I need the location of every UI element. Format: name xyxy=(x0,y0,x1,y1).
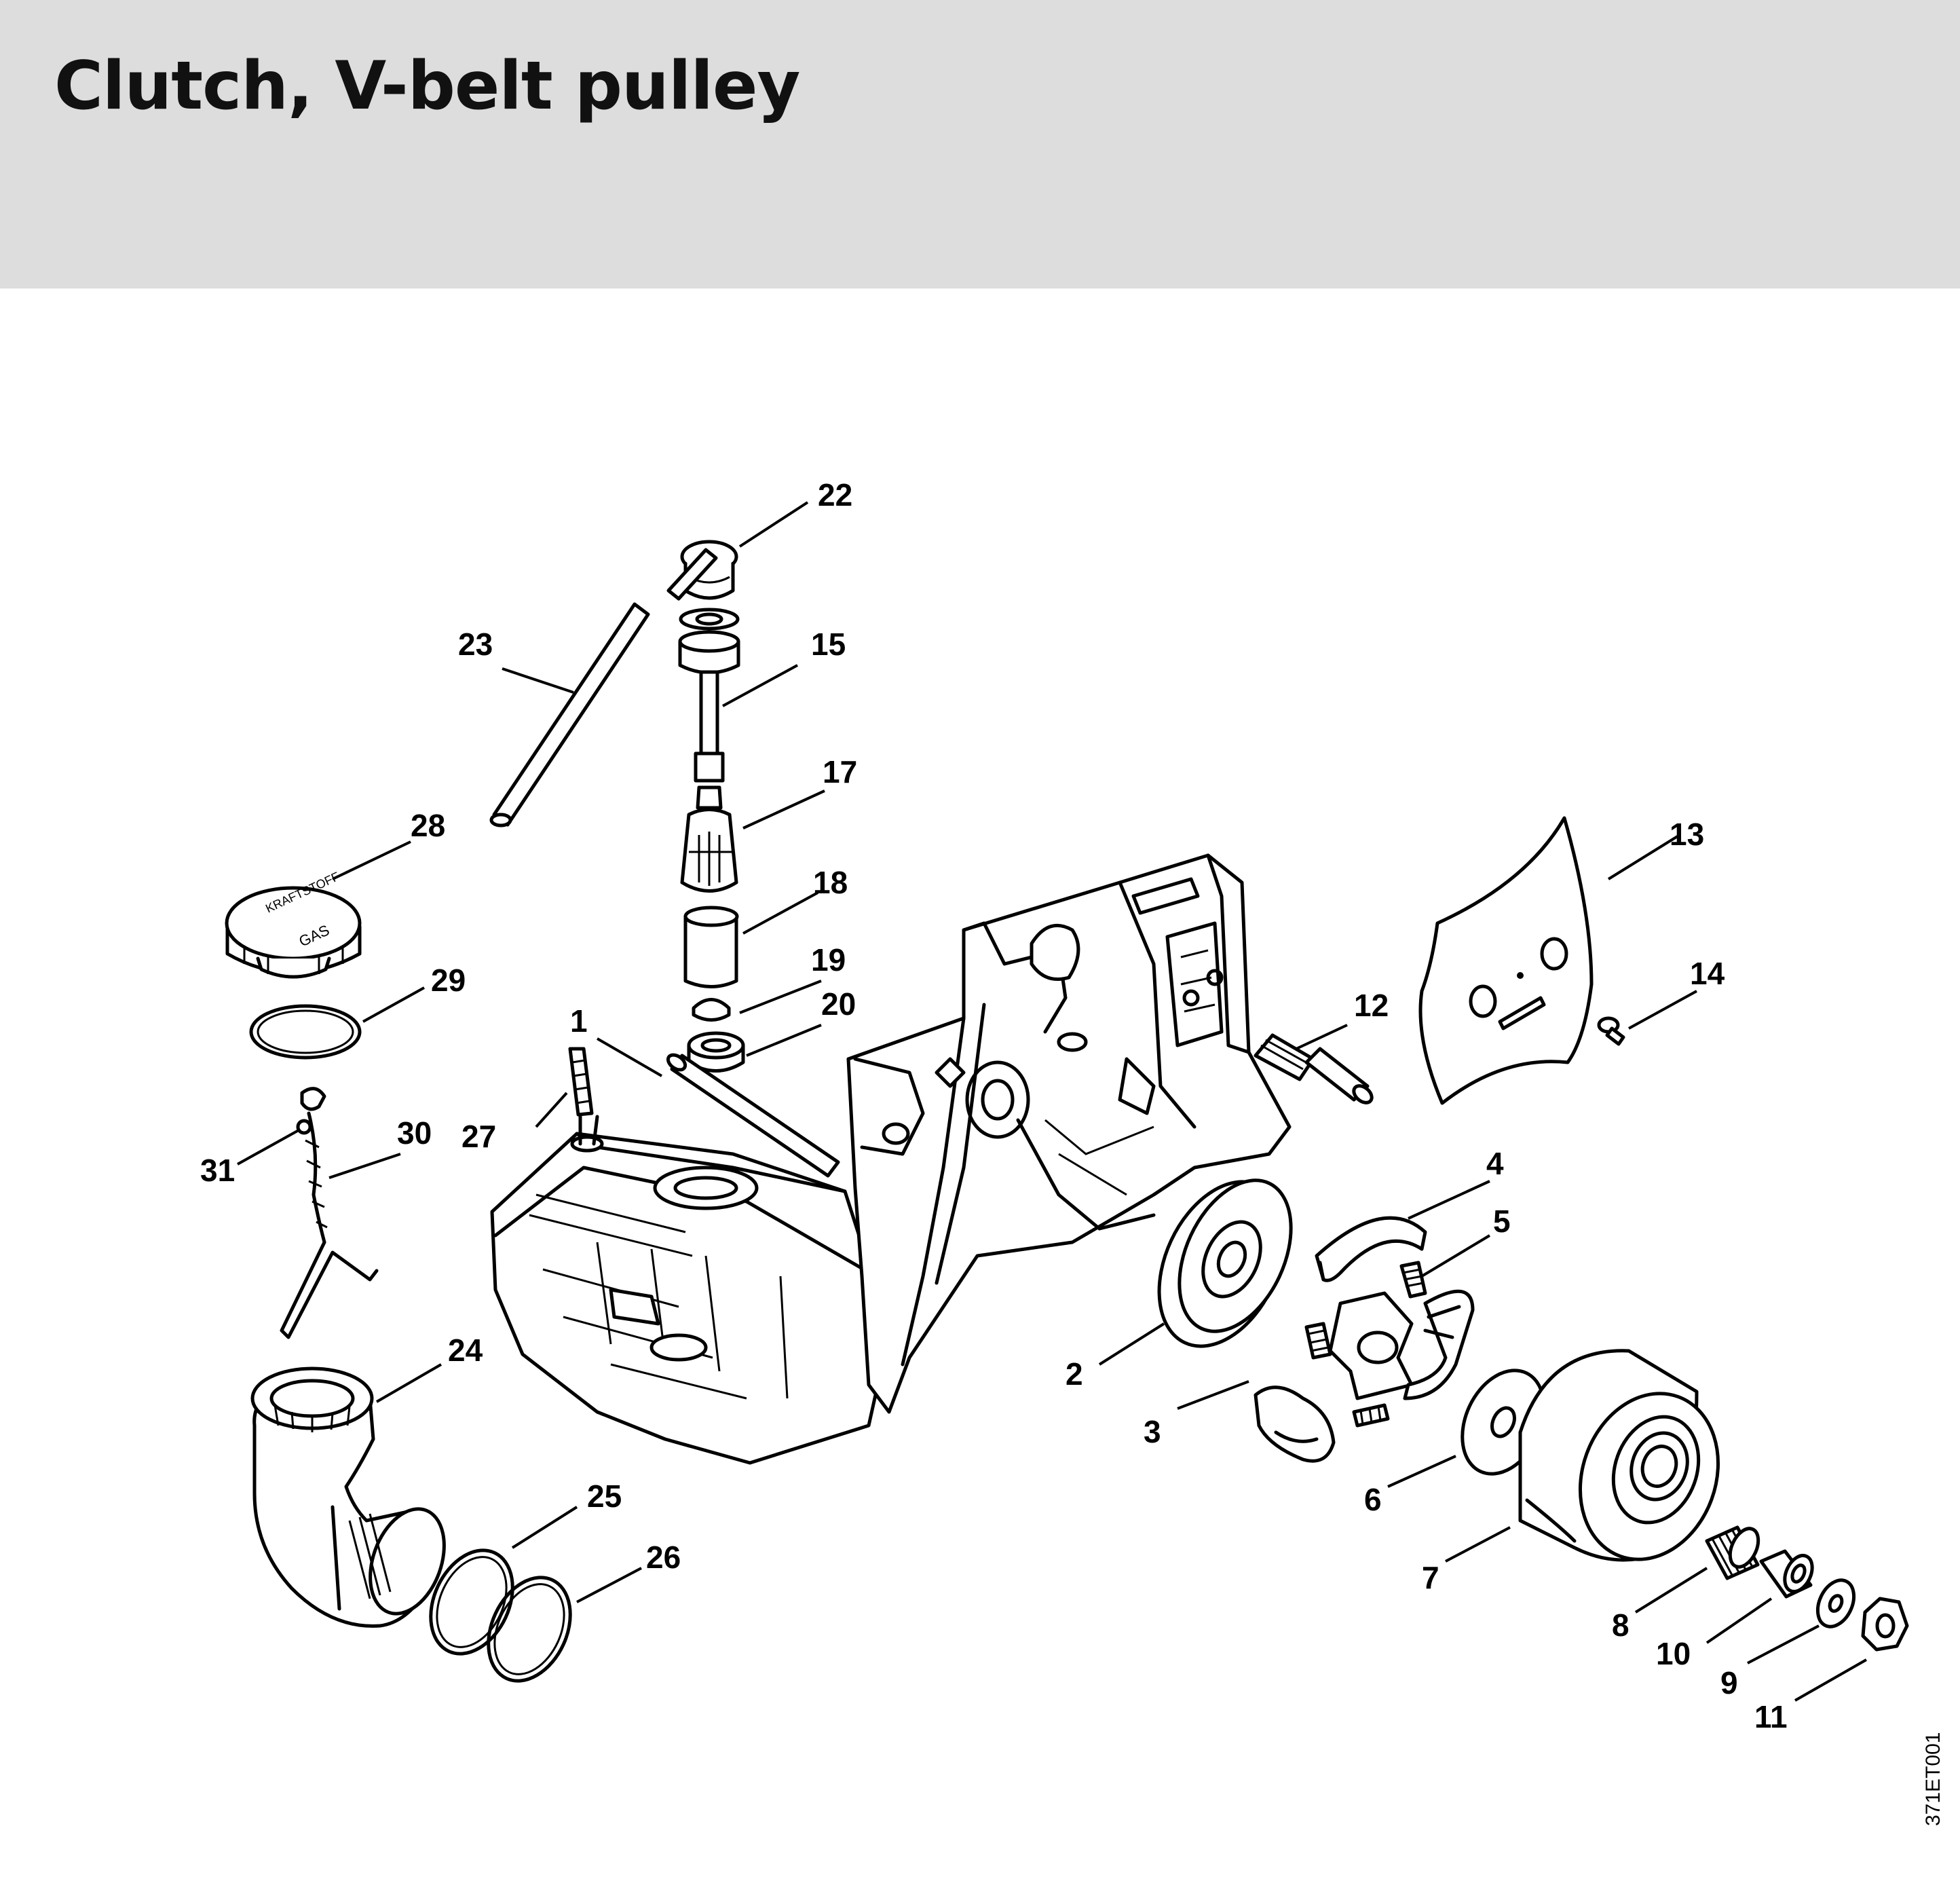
part-8-needle-bearing xyxy=(1705,1525,1760,1580)
callout-1: 1 xyxy=(570,1003,588,1039)
part-22-fitting xyxy=(666,540,738,601)
callout-22: 22 xyxy=(818,477,852,513)
part-10-sleeve xyxy=(1759,1549,1814,1599)
callout-14: 14 xyxy=(1690,956,1725,991)
callout-20: 20 xyxy=(821,986,856,1022)
callout-24: 24 xyxy=(448,1333,483,1368)
part-28-tank-cap: KRAFTSTOFF GAS xyxy=(225,870,362,979)
callout-5: 5 xyxy=(1493,1204,1511,1239)
part-1-rod xyxy=(666,1053,840,1178)
part-7-vbelt-pulley xyxy=(1518,1349,1720,1562)
part-2-pulley-disc xyxy=(1157,1178,1293,1348)
part-11-nut xyxy=(1861,1597,1909,1652)
part-13-side-plate xyxy=(1418,816,1594,1105)
part-17-filter xyxy=(680,785,738,893)
part-18-sleeve xyxy=(683,906,739,988)
callout-23: 23 xyxy=(458,627,493,662)
callout-18: 18 xyxy=(813,865,848,900)
part-19-plug xyxy=(692,998,731,1022)
part-4-clutch-shoe xyxy=(1315,1216,1427,1282)
part-24-elbow xyxy=(250,1366,446,1628)
callout-8: 8 xyxy=(1612,1607,1629,1643)
callout-19: 19 xyxy=(811,942,846,978)
callout-17: 17 xyxy=(823,754,857,789)
leader-lines xyxy=(237,501,1867,1702)
part-26-ring xyxy=(487,1576,572,1683)
callout-31: 31 xyxy=(200,1153,235,1188)
part-30-31-retainer xyxy=(280,1087,379,1339)
part-25-ring xyxy=(429,1548,514,1656)
housing-assembly xyxy=(490,853,1292,1465)
part-12-stud xyxy=(1254,1033,1374,1104)
callout-labels: 22 23 15 17 28 18 19 20 13 14 12 1 29 27… xyxy=(200,477,1788,1734)
callout-10: 10 xyxy=(1656,1636,1691,1671)
callout-11: 11 xyxy=(1754,1699,1788,1734)
callout-30: 30 xyxy=(397,1115,432,1151)
header-band: Clutch, V-belt pulley xyxy=(0,0,1960,289)
part-15-pickup-body xyxy=(678,608,740,783)
part-3-clutch-carrier xyxy=(1254,1289,1475,1463)
callout-25: 25 xyxy=(587,1478,622,1514)
callout-12: 12 xyxy=(1354,988,1389,1023)
part-14-screw xyxy=(1597,1016,1625,1046)
callout-4: 4 xyxy=(1486,1146,1504,1181)
part-27-pin xyxy=(568,1047,594,1117)
callout-28: 28 xyxy=(411,808,445,843)
callout-7: 7 xyxy=(1422,1560,1439,1595)
part-29-o-ring xyxy=(249,1004,362,1060)
callout-9: 9 xyxy=(1720,1665,1738,1700)
callout-13: 13 xyxy=(1670,817,1704,852)
callout-3: 3 xyxy=(1144,1414,1161,1449)
callout-26: 26 xyxy=(646,1540,681,1575)
callout-6: 6 xyxy=(1364,1482,1382,1517)
page-title: Clutch, V-belt pulley xyxy=(54,48,800,125)
callout-29: 29 xyxy=(431,963,466,998)
part-5-spring xyxy=(1399,1261,1427,1299)
callout-15: 15 xyxy=(811,627,846,662)
figure-code: 371ET001 xyxy=(1922,1732,1944,1826)
callout-27: 27 xyxy=(461,1119,496,1154)
part-23-hose xyxy=(489,602,650,827)
callout-2: 2 xyxy=(1066,1356,1083,1392)
part-9-washer xyxy=(1815,1578,1856,1629)
